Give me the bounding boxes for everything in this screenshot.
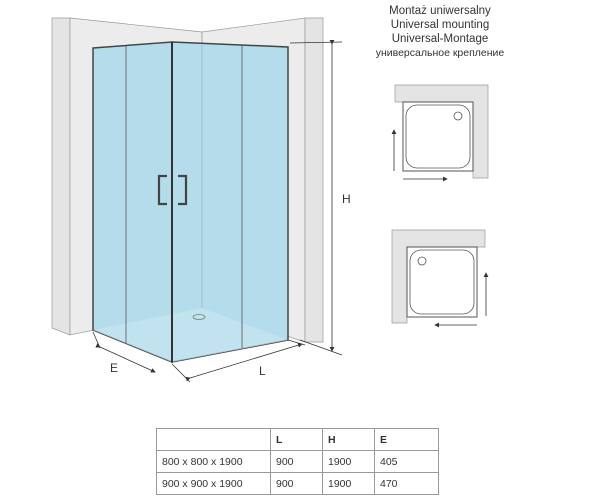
header-cell: H — [322, 428, 375, 451]
plan-view-right-corner — [391, 84, 489, 182]
height-label: H — [342, 192, 351, 206]
left-handle — [157, 174, 167, 206]
mounting-title-ru: универсальное крепление — [376, 47, 505, 59]
table-cell: 1900 — [322, 450, 375, 473]
table-row: 900 x 900 x 1900 900 1900 470 — [156, 472, 439, 495]
length-label: L — [259, 364, 266, 378]
table-cell: 1900 — [322, 472, 375, 495]
dimensions-table: L H E 800 x 800 x 1900 900 1900 405 900 … — [156, 428, 439, 495]
table-row: 800 x 800 x 1900 900 1900 405 — [156, 450, 439, 473]
mounting-title-pl: Montaż uniwersalny — [389, 5, 491, 17]
table-cell: 800 x 800 x 1900 — [156, 450, 271, 473]
table-cell: 900 x 900 x 1900 — [156, 472, 271, 495]
mounting-title-de: Universal-Montage — [392, 33, 489, 45]
table-cell: 470 — [374, 472, 439, 495]
table-cell: 900 — [270, 450, 323, 473]
table-cell: 405 — [374, 450, 439, 473]
dimension-lines — [92, 40, 343, 383]
header-cell — [156, 428, 271, 451]
depth-label: E — [110, 361, 118, 375]
mounting-title-en: Universal mounting — [391, 19, 489, 31]
drain-icon — [192, 314, 206, 320]
shower-enclosure — [92, 41, 289, 364]
right-handle — [178, 174, 188, 206]
header-cell: E — [374, 428, 439, 451]
header-cell: L — [270, 428, 323, 451]
table-header-row: L H E — [156, 428, 439, 451]
plan-view-left-corner — [391, 229, 489, 328]
table-cell: 900 — [270, 472, 323, 495]
